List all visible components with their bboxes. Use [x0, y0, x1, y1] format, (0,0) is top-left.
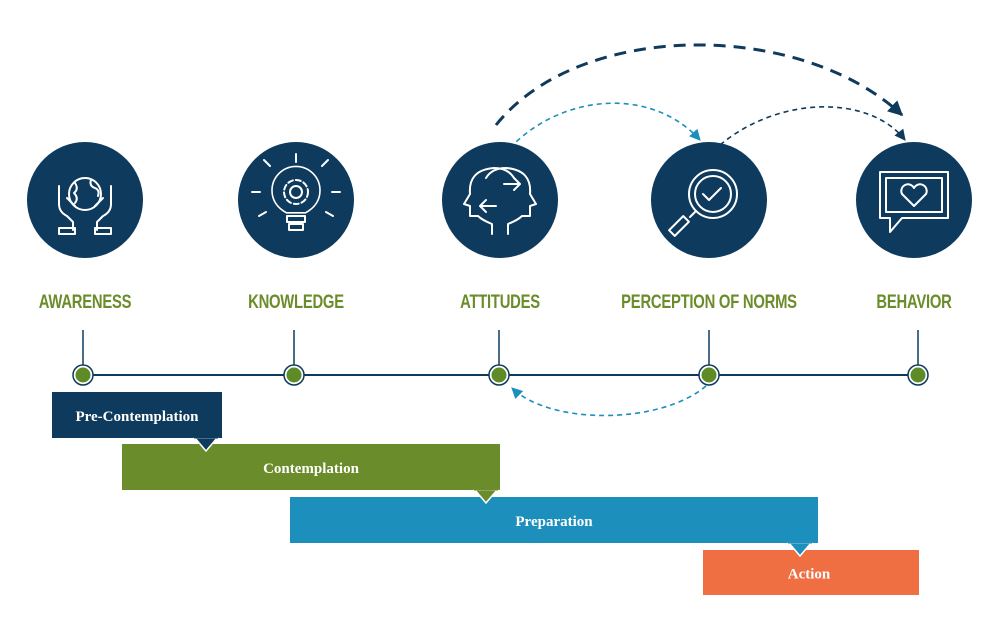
timeline-dot [491, 367, 507, 383]
stage-behavior: BEHAVIOR [876, 291, 952, 386]
stage-label: KNOWLEDGE [248, 291, 344, 312]
lightbulb-gear-icon [251, 153, 341, 231]
arc-norms-to-behavior [719, 106, 906, 146]
phase-label: Preparation [515, 514, 593, 530]
heart-speech-bubble-icon [879, 171, 949, 233]
phase-pointer-joint [474, 488, 498, 491]
stage-label: ATTITUDES [460, 291, 540, 312]
stage-perception-of-norms: PERCEPTION OF NORMS [621, 291, 797, 386]
phase-pointer-joint [194, 436, 218, 439]
stage-icon-circle [238, 142, 354, 258]
timeline-dot [75, 367, 91, 383]
stage-icon-circle [27, 142, 143, 258]
phase-bar-rect [290, 497, 818, 543]
stage-knowledge: KNOWLEDGE [248, 291, 344, 386]
two-heads-arrows-icon [463, 167, 537, 235]
stage-label: AWARENESS [39, 291, 131, 312]
phase-pointer-joint [788, 541, 812, 544]
phase-bar-action: Action [703, 550, 919, 595]
arc-norms-back-to-attitudes [511, 385, 707, 417]
phase-bar-contemplation: Contemplation [122, 444, 500, 490]
timeline-dot [910, 367, 926, 383]
timeline-dot [701, 367, 717, 383]
phase-bar-preparation: Preparation [290, 497, 818, 543]
stage-icon-circle [856, 142, 972, 258]
stage-label: BEHAVIOR [876, 291, 951, 312]
phase-bar-pre-contemplation: Pre-Contemplation [52, 392, 222, 438]
phase-label: Pre-Contemplation [75, 409, 199, 425]
phase-bar-rect [122, 444, 500, 490]
phase-bar-rect [703, 550, 919, 595]
stage-attitudes: ATTITUDES [460, 291, 540, 386]
arc-attitudes-to-behavior [494, 43, 904, 126]
timeline-dot [286, 367, 302, 383]
phase-label: Action [788, 567, 831, 583]
phase-bar-rect [52, 392, 222, 438]
magnifier-check-icon [668, 169, 738, 237]
stage-label: PERCEPTION OF NORMS [621, 291, 797, 312]
globe-in-hands-icon [58, 177, 112, 235]
stage-icon-circle [442, 142, 558, 258]
arc-attitudes-to-norms [509, 102, 701, 149]
stage-awareness: AWARENESS [39, 291, 131, 386]
phase-label: Contemplation [263, 461, 359, 477]
